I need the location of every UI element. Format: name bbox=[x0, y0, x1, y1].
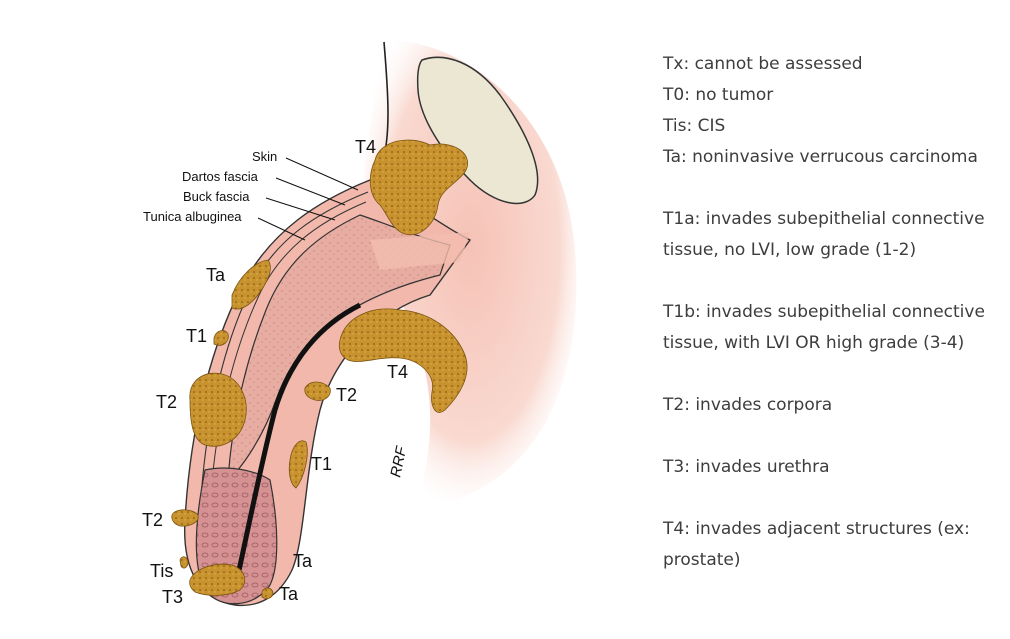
tumor-ta-tip bbox=[261, 587, 274, 600]
label-ta-tip-1: Ta bbox=[293, 551, 313, 571]
label-t1-left: T1 bbox=[186, 326, 207, 346]
label-t1-right: T1 bbox=[311, 454, 332, 474]
label-ta-tip-2: Ta bbox=[279, 584, 299, 604]
dartos-leader-line bbox=[275, 177, 346, 206]
tumor-t2-left bbox=[189, 372, 247, 447]
tumor-t3 bbox=[189, 563, 246, 596]
label-t2-left: T2 bbox=[156, 392, 177, 412]
legend-line: prostate) bbox=[663, 550, 741, 570]
legend-block: T2: invades corpora bbox=[663, 390, 998, 421]
legend-block: T3: invades urethra bbox=[663, 452, 998, 483]
legend-line: T4: invades adjacent structures (ex: bbox=[663, 519, 970, 539]
label-tunica-albuginea: Tunica albuginea bbox=[143, 209, 242, 224]
legend-line: Tis: CIS bbox=[663, 116, 726, 136]
tumor-t2-lower bbox=[171, 509, 199, 527]
label-t4-top: T4 bbox=[355, 137, 376, 157]
tumor-ta-upper bbox=[231, 259, 271, 310]
legend-line: tissue, with LVI OR high grade (3-4) bbox=[663, 333, 965, 353]
legend-block: T1a: invades subepithelial connective tis… bbox=[663, 204, 998, 266]
label-tis: Tis bbox=[150, 561, 173, 581]
corpus-continuation bbox=[370, 232, 470, 270]
legend-line: tissue, no LVI, low grade (1-2) bbox=[663, 240, 917, 260]
legend-line: T2: invades corpora bbox=[663, 395, 833, 415]
legend-line: T3: invades urethra bbox=[663, 457, 830, 477]
legend-line: T1b: invades subepithelial connective bbox=[663, 302, 985, 322]
label-t3: T3 bbox=[162, 587, 183, 607]
tumor-t1-right bbox=[288, 440, 308, 489]
tumor-t2-right bbox=[304, 381, 331, 401]
tunica-leader-line bbox=[257, 217, 306, 241]
skin-leader-line bbox=[285, 157, 359, 191]
legend-line: T0: no tumor bbox=[663, 85, 774, 105]
label-dartos-fascia: Dartos fascia bbox=[182, 169, 259, 184]
legend-line: T1a: invades subepithelial connective bbox=[663, 209, 985, 229]
legend-line: Tx: cannot be assessed bbox=[663, 54, 863, 74]
artist-signature: RRF bbox=[387, 444, 410, 479]
label-ta-upper: Ta bbox=[206, 265, 226, 285]
legend-block: T1b: invades subepithelial connective tis… bbox=[663, 297, 998, 359]
label-t2-lower: T2 bbox=[142, 510, 163, 530]
tumor-t4-right bbox=[338, 308, 468, 413]
label-t2-right: T2 bbox=[336, 385, 357, 405]
legend-block: T4: invades adjacent structures (ex: pros… bbox=[663, 514, 998, 576]
urethra bbox=[235, 302, 362, 576]
tumor-tis bbox=[179, 556, 189, 569]
buck-leader-line bbox=[265, 197, 336, 221]
legend-line: Ta: noninvasive verrucous carcinoma bbox=[663, 147, 978, 167]
label-t4-right: T4 bbox=[387, 362, 408, 382]
label-skin: Skin bbox=[252, 149, 277, 164]
pubic-bone bbox=[416, 56, 539, 205]
tumor-t4-top bbox=[369, 139, 468, 236]
tumor-t1-left bbox=[213, 330, 229, 346]
penile-cancer-staging-illustration: Skin Dartos fascia Buck fascia Tunica al… bbox=[142, 40, 577, 607]
label-buck-fascia: Buck fascia bbox=[183, 189, 250, 204]
